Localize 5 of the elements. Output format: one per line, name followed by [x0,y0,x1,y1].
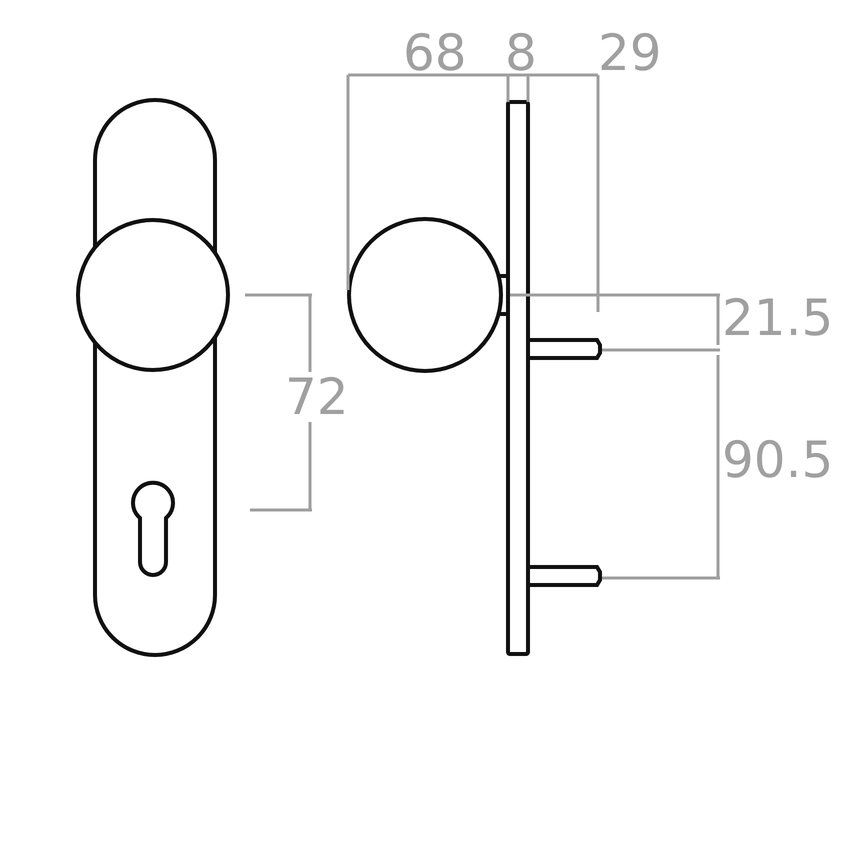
dimension-value: 8 [505,28,537,78]
dimension-value: 29 [598,28,662,78]
dimension-value: 90.5 [722,435,834,485]
dimension-value: 21.5 [722,293,834,343]
dimension-value: 68 [403,28,467,78]
